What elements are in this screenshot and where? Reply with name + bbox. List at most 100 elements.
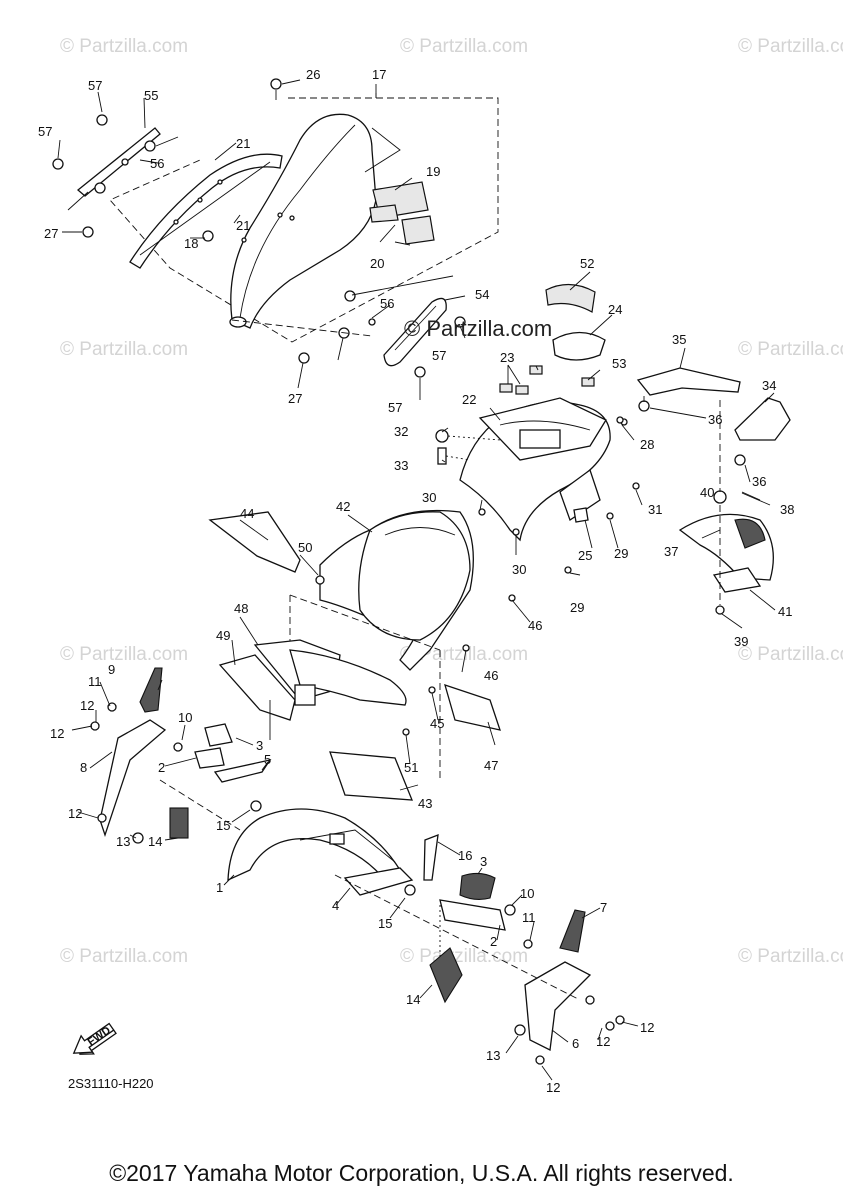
callout-1: 1 (216, 880, 223, 895)
callout-3: 3 (256, 738, 263, 753)
callout-23: 23 (500, 350, 514, 365)
leader-lines (57, 79, 776, 1081)
callout-29: 29 (570, 600, 584, 615)
callout-47: 47 (484, 758, 498, 773)
watermark: © Partzilla.com (60, 339, 188, 360)
watermark: © Partzilla.com (60, 36, 188, 57)
callout-37: 37 (664, 544, 678, 559)
callout-57: 57 (388, 400, 402, 415)
diagram-code: 2S31110-H220 (68, 1076, 154, 1091)
callout-34: 34 (762, 378, 776, 393)
callout-9: 9 (108, 662, 115, 677)
watermark: © Partzilla.com (738, 644, 843, 665)
callout-11: 11 (88, 674, 102, 689)
watermark: © Partzilla.com (738, 36, 843, 57)
callout-18: 18 (184, 236, 198, 251)
callout-45: 45 (430, 716, 444, 731)
callout-21: 21 (236, 136, 250, 151)
watermark: © Partzilla.com (400, 644, 528, 665)
front-fender-group (90, 667, 625, 1065)
watermark: © Partzilla.com (738, 946, 843, 967)
callout-29: 29 (614, 546, 628, 561)
callout-32: 32 (394, 424, 408, 439)
callout-42: 42 (336, 499, 350, 514)
watermark: © Partzilla.com (60, 644, 188, 665)
callout-12: 12 (80, 698, 94, 713)
callout-36: 36 (708, 412, 722, 427)
callout-10: 10 (520, 886, 534, 901)
callout-54: 54 (475, 287, 489, 302)
callout-49: 49 (216, 628, 230, 643)
callout-46: 46 (484, 668, 498, 683)
parts-diagram: © Partzilla.com © Partzilla.com © Partzi… (38, 36, 843, 1095)
callout-31: 31 (648, 502, 662, 517)
callout-44: 44 (240, 506, 254, 521)
callout-26: 26 (306, 67, 320, 82)
callout-8: 8 (80, 760, 87, 775)
callout-52: 52 (580, 256, 594, 271)
watermark-main: © Partzilla.com (404, 316, 552, 341)
callout-25: 25 (578, 548, 592, 563)
callout-2: 2 (490, 934, 497, 949)
copyright-notice: ©2017 Yamaha Motor Corporation, U.S.A. A… (109, 1160, 734, 1186)
headlight-bracket-group (208, 509, 516, 801)
callout-30: 30 (422, 490, 436, 505)
callout-14: 14 (148, 834, 162, 849)
callout-11: 11 (522, 910, 536, 925)
callout-17: 17 (372, 67, 386, 82)
callout-22: 22 (462, 392, 476, 407)
callout-41: 41 (778, 604, 792, 619)
callout-7: 7 (600, 900, 607, 915)
callout-35: 35 (672, 332, 686, 347)
watermark: © Partzilla.com (738, 339, 843, 360)
callout-15: 15 (378, 916, 392, 931)
callout-15: 15 (216, 818, 230, 833)
callout-57: 57 (88, 78, 102, 93)
callout-43: 43 (418, 796, 432, 811)
callout-57: 57 (432, 348, 446, 363)
callout-33: 33 (394, 458, 408, 473)
watermark-layer: © Partzilla.com © Partzilla.com © Partzi… (60, 36, 843, 967)
callout-53: 53 (612, 356, 626, 371)
callout-28: 28 (640, 437, 654, 452)
callout-30: 30 (512, 562, 526, 577)
callout-27: 27 (288, 391, 302, 406)
callout-12: 12 (640, 1020, 654, 1035)
callout-2: 2 (158, 760, 165, 775)
callout-5: 5 (264, 752, 271, 767)
callout-56: 56 (150, 156, 164, 171)
watermark: © Partzilla.com (400, 36, 528, 57)
callout-14: 14 (406, 992, 420, 1007)
callout-4: 4 (332, 898, 339, 913)
callout-12: 12 (596, 1034, 610, 1049)
callout-57: 57 (38, 124, 52, 139)
callout-40: 40 (700, 485, 714, 500)
callout-24: 24 (608, 302, 622, 317)
callout-55: 55 (144, 88, 158, 103)
callout-36: 36 (752, 474, 766, 489)
callout-labels: 17 26 57 55 57 21 56 27 18 21 19 20 54 5… (38, 67, 794, 1095)
inner-fender-group (435, 283, 791, 615)
callout-16: 16 (458, 848, 472, 863)
watermark: © Partzilla.com (60, 946, 188, 967)
callout-50: 50 (298, 540, 312, 555)
callout-3: 3 (480, 854, 487, 869)
callout-12: 12 (68, 806, 82, 821)
callout-39: 39 (734, 634, 748, 649)
rear-fender-group (52, 78, 499, 378)
callout-20: 20 (370, 256, 384, 271)
callout-48: 48 (234, 601, 248, 616)
callout-38: 38 (780, 502, 794, 517)
callout-56: 56 (380, 296, 394, 311)
callout-13: 13 (116, 834, 130, 849)
callout-10: 10 (178, 710, 192, 725)
callout-12: 12 (546, 1080, 560, 1095)
callout-46: 46 (528, 618, 542, 633)
callout-12: 12 (50, 726, 64, 741)
callout-6: 6 (572, 1036, 579, 1051)
callout-21: 21 (236, 218, 250, 233)
callout-19: 19 (426, 164, 440, 179)
callout-13: 13 (486, 1048, 500, 1063)
fwd-arrow-icon: FWD (72, 1022, 117, 1055)
callout-27: 27 (44, 226, 58, 241)
